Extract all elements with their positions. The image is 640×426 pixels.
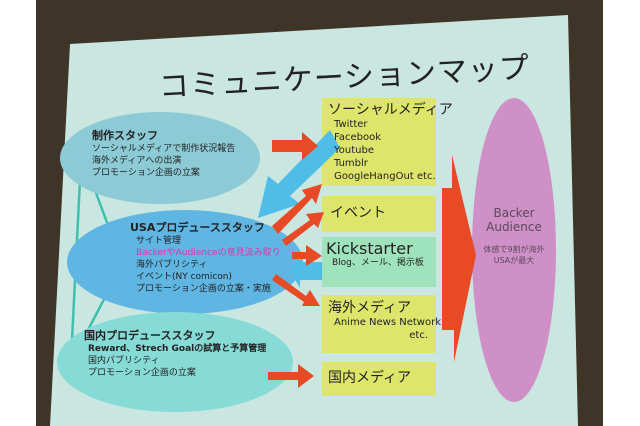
domestic-media-title: 国内メディア [328,370,412,386]
production-item: 海外メディアへの出演 [92,155,182,166]
usa-staff-block: USAプロデューススタッフ サイト管理 BackerやAudienceの意見汲み… [130,221,281,295]
usa-item: 海外パブリシティ [136,259,208,270]
audience-note-line1: 体感で9割が海外 [483,245,545,254]
social-media-block: ソーシャルメディア Twitter Facebook Youtube Tumbl… [328,102,453,183]
social-item: Youtube [334,145,374,157]
social-item: Twitter [334,119,368,131]
kickstarter-title: Kickstarter [326,239,413,258]
usa-staff-title: USAプロデューススタッフ [130,221,265,234]
audience-title-line2: Audience [486,220,542,234]
event-title: イベント [330,205,386,221]
audience-title-line1: Backer [493,206,535,220]
audience-block: Backer Audience 体感で9割が海外 USAが最大 [472,206,556,266]
usa-item-highlight: BackerやAudienceの意見汲み取り [136,247,281,258]
arrow-domestic-to-domestic-media [268,364,314,388]
audience-ellipse [472,98,556,402]
production-staff-title: 制作スタッフ [92,129,158,142]
arrow-usa-to-event [282,212,324,246]
overseas-media-block: 海外メディア Anime News Network etc. [328,300,441,342]
domestic-media-box [322,362,436,396]
domestic-item: 国内パブリシティ [88,355,160,366]
social-item: Tumblr [334,158,368,170]
audience-note-line2: USAが最大 [493,256,535,265]
arrow-usa-to-social [272,184,322,234]
domestic-item: プロモーション企画の立案 [88,367,196,378]
social-item: Facebook [334,132,381,144]
arrow-production-to-social [272,132,318,160]
domestic-staff-ellipse [57,312,293,412]
domestic-staff-block: 国内プロデューススタッフ Reward、Strech Goalの試算と予算管理 … [84,329,267,379]
arrow-usa-to-overseas [272,274,320,306]
production-staff-block: 制作スタッフ ソーシャルメディアで制作状況報告 海外メディアへの出演 プロモーシ… [92,129,236,179]
social-media-box [322,98,436,186]
kickstarter-box [322,237,436,287]
usa-item: サイト管理 [136,235,182,246]
social-item: GoogleHangOut etc. [334,171,436,183]
production-staff-ellipse [60,112,260,204]
kickstarter-block: Kickstarter Blog、メール、掲示板 [326,239,424,269]
overseas-media-title: 海外メディア [328,300,412,316]
usa-staff-ellipse [67,210,303,314]
production-item: ソーシャルメディアで制作状況報告 [92,143,236,154]
overseas-media-box [322,295,436,353]
big-arrow [442,155,476,362]
arrow-usa-to-kickstarter [292,245,322,266]
usa-item: プロモーション企画の立案・実施 [136,283,271,294]
blue-arrow-social-to-usa [258,130,340,218]
blue-arrow-kickstarter-to-usa [290,254,322,288]
overseas-item: etc. [409,330,428,342]
kickstarter-sub: Blog、メール、掲示板 [332,258,424,269]
domestic-staff-title: 国内プロデューススタッフ [84,329,216,342]
event-box [322,196,436,232]
production-item: プロモーション企画の立案 [92,167,200,178]
social-media-title: ソーシャルメディア [328,102,453,118]
overseas-item: Anime News Network [334,317,441,329]
domestic-item: Reward、Strech Goalの試算と予算管理 [88,343,267,354]
usa-item: イベント(NY comicon) [136,271,232,282]
